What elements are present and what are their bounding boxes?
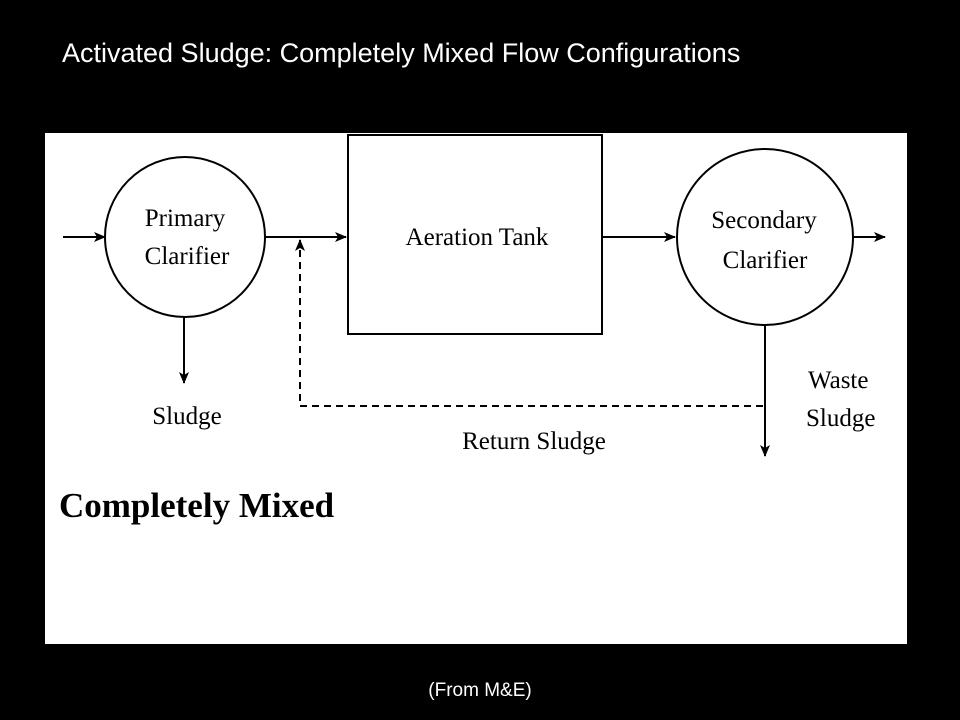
return-sludge-line [295,239,763,407]
secondary-clarifier-label-line1: Secondary [711,207,817,234]
diagram-caption: Completely Mixed [59,486,335,525]
source-note: (From M&E) [428,680,532,701]
diagram-panel: Primary Clarifier Sludge Aeration Tank S… [45,133,907,644]
secondary-clarifier-circle [676,148,854,326]
aeration-tank-label: Aeration Tank [406,224,549,251]
aeration-tank-box [347,134,603,335]
waste-sludge-label-line1: Waste [808,367,868,394]
primary-sludge-label: Sludge [152,403,221,430]
slide-title: Activated Sludge: Completely Mixed Flow … [62,38,741,68]
waste-sludge-label-line2: Sludge [806,405,875,432]
primary-clarifier-circle [104,156,266,318]
primary-clarifier-label-line1: Primary [145,205,226,232]
flow-diagram: Primary Clarifier Sludge Aeration Tank S… [59,134,886,525]
secondary-clarifier-label-line2: Clarifier [723,247,808,274]
return-sludge-label: Return Sludge [462,428,606,455]
primary-clarifier-label-line2: Clarifier [145,243,230,270]
